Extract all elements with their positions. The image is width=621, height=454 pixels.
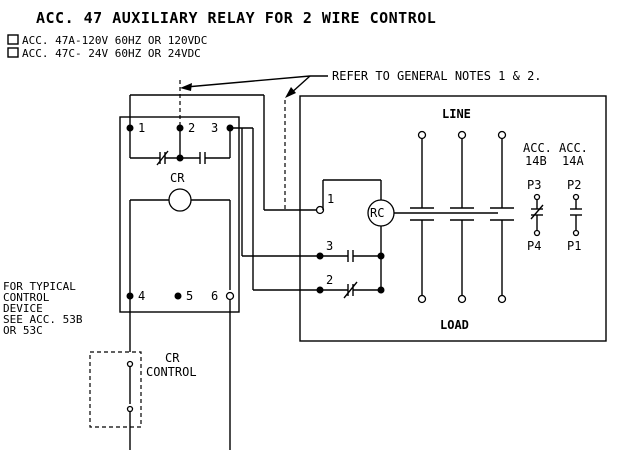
option-checkbox-47c [7, 47, 19, 58]
control-note-line-5: OR 53C [3, 324, 43, 337]
starter-load-label: LOAD [440, 318, 469, 332]
control-device-box [89, 351, 142, 428]
relay-internal-contacts [129, 128, 231, 166]
starter-coil-label: RC [370, 206, 384, 220]
control-note-line-3: DEVICE [3, 302, 43, 315]
relay-terminal-3-label: 3 [211, 121, 218, 135]
refer-arrows [180, 75, 328, 98]
relay-terminal-1-label: 1 [138, 121, 145, 135]
acc-14a-contact [570, 193, 582, 237]
p1-label: P1 [567, 239, 581, 253]
starter-terminal-3-label: 3 [326, 239, 333, 253]
relay-terminal-5 [174, 292, 182, 300]
acc-14b-prefix: ACC. [523, 141, 552, 155]
option-47a-label: ACC. 47A-120V 60HZ OR 120VDC [22, 34, 207, 47]
diagram-title: ACC. 47 AUXILIARY RELAY FOR 2 WIRE CONTR… [36, 9, 436, 27]
starter-terminal-2-label: 2 [326, 273, 333, 287]
acc-14a-label: 14A [562, 154, 584, 168]
main-contacts [394, 130, 514, 304]
relay-coil-label: CR [170, 171, 185, 185]
starter-box [299, 95, 607, 342]
refer-note: REFER TO GENERAL NOTES 1 & 2. [332, 69, 542, 83]
acc-14a-prefix: ACC. [559, 141, 588, 155]
starter-line-label: LINE [442, 107, 471, 121]
relay-terminal-5-label: 5 [186, 289, 193, 303]
relay-terminal-4-label: 4 [138, 289, 145, 303]
control-device-label-1: CR [165, 351, 180, 365]
p4-label: P4 [527, 239, 541, 253]
control-note-line-1: FOR TYPICAL [3, 280, 76, 293]
control-note-line-4: SEE ACC. 53B [3, 313, 83, 326]
p3-label: P3 [527, 178, 541, 192]
p2-label: P2 [567, 178, 581, 192]
wire-t3-to-starter [230, 127, 320, 291]
relay-terminal-2-label: 2 [188, 121, 195, 135]
relay-coil [168, 188, 192, 212]
starter-terminal-1-label: 1 [327, 192, 334, 206]
relay-terminal-6-label: 6 [211, 289, 218, 303]
acc-14b-contact [530, 193, 544, 237]
option-checkbox-47a [7, 34, 19, 45]
option-47c-label: ACC. 47C- 24V 60HZ OR 24VDC [22, 47, 201, 60]
acc-14b-label: 14B [525, 154, 547, 168]
relay-terminal-6 [225, 291, 235, 301]
control-note-line-2: CONTROL [3, 291, 50, 304]
control-device-label-2: CONTROL [146, 365, 197, 379]
